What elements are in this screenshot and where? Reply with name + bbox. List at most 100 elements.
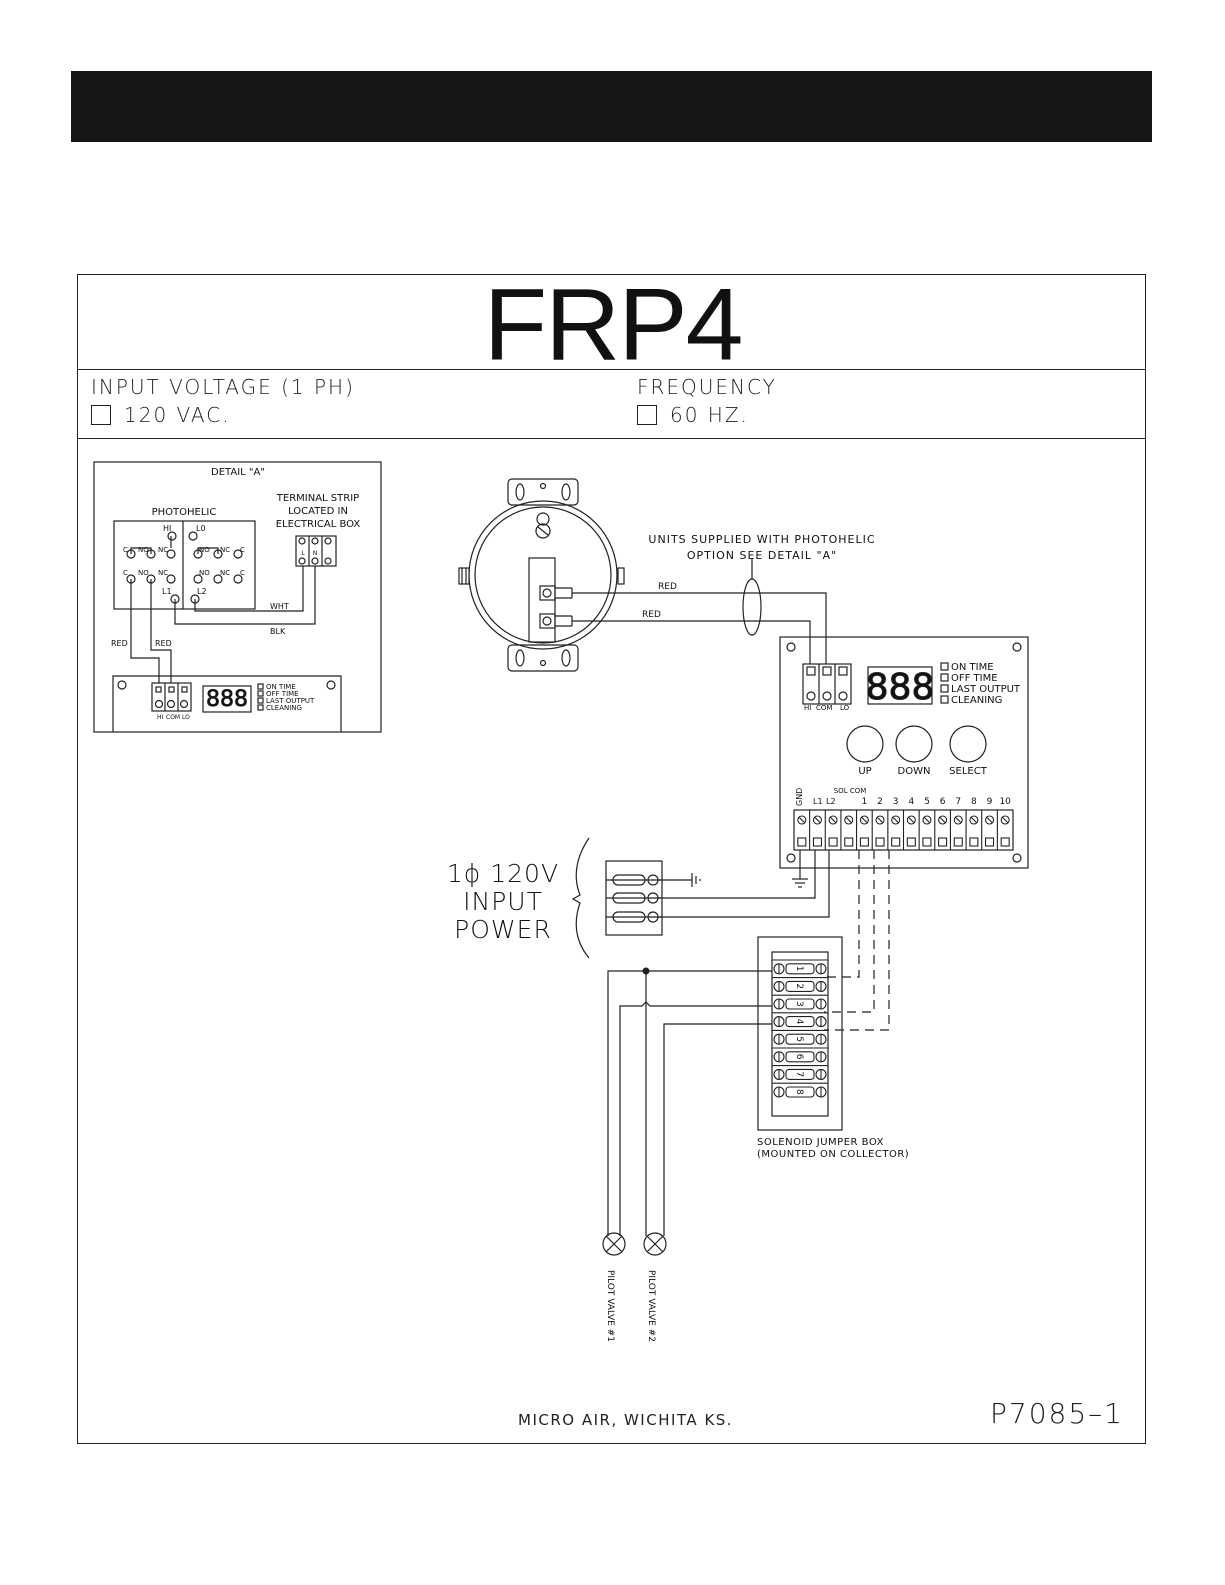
photohelic-l2-label: L2: [197, 587, 207, 596]
solenoid-jumper-box: [757, 936, 843, 1131]
photohelic-lo-label: L0: [196, 524, 206, 533]
pilot-valve-2-symbol: [643, 1232, 667, 1256]
controller-terminal-slot: [1000, 837, 1010, 847]
photohelic-l1-label: L1: [162, 587, 172, 596]
detail-block-lo-label: LO: [182, 714, 190, 721]
photohelic-no3-label: NO: [138, 569, 149, 577]
detail-indicator-on-time: ON TIME: [266, 683, 296, 691]
photohelic-no1-label: NO: [138, 546, 149, 554]
controller-terminal-slot: [969, 837, 979, 847]
controller-block-hi-label: HI: [804, 704, 811, 712]
photohelic-label: PHOTOHELIC: [152, 507, 217, 518]
jumper-box-label-line2: (MOUNTED ON COLLECTOR): [757, 1149, 909, 1160]
terminal-strip-label-line1: TERMINAL STRIP: [276, 493, 359, 504]
photohelic-c4-label: C: [240, 569, 245, 577]
down-button-label: DOWN: [898, 766, 931, 777]
strip-n-label: N: [313, 550, 318, 557]
controller-terminal-slot: [828, 837, 838, 847]
gauge-red-wire-1-label: RED: [658, 582, 677, 592]
jumper-terminal-number: 1: [794, 966, 804, 972]
frequency-label: FREQUENCY: [637, 375, 777, 399]
pilot-valve-1-symbol: [602, 1232, 626, 1256]
controller-terminal-screw: [812, 815, 823, 825]
jumper-terminal-bar: [785, 963, 815, 975]
detail-indicator-cleaning: CLEANING: [266, 704, 302, 712]
voltage-option-label: 120 VAC.: [124, 403, 231, 427]
callout-line1: UNITS SUPPLIED WITH PHOTOHELIC: [648, 533, 875, 546]
options-divider: [77, 438, 1146, 439]
jumper-terminal-number: 4: [794, 1019, 804, 1025]
controller-terminal-number: 10: [999, 797, 1011, 807]
photohelic-gauge: [458, 478, 625, 672]
controller-terminal-number: 9: [987, 797, 993, 807]
jumper-terminal-number: 7: [794, 1071, 804, 1077]
jumper-terminal-bar: [785, 1068, 815, 1080]
controller-terminal-slot: [844, 837, 854, 847]
controller-block-com-label: COM: [816, 704, 832, 712]
power-brace: [571, 837, 590, 959]
frequency-option-label: 60 HZ.: [670, 403, 749, 427]
controller-terminal-screw: [875, 815, 885, 825]
jumper-terminal-bar: [785, 980, 815, 992]
controller-terminal-screw: [922, 815, 932, 825]
title-divider: [77, 369, 1146, 370]
controller-terminal-screw: [984, 815, 995, 825]
detail-display: 888: [206, 687, 248, 712]
down-button-circle: [895, 725, 933, 763]
jumper-terminal-bar: [785, 1033, 815, 1045]
controller-terminal-screw: [891, 815, 901, 825]
jumper-terminal-bar: [785, 1051, 815, 1063]
jumper-terminal-number: 3: [794, 1001, 804, 1007]
photohelic-box: [113, 520, 256, 610]
detail-a-title: DETAIL "A": [211, 467, 265, 478]
header-bar: [71, 71, 1152, 142]
controller-terminal-screw: [797, 815, 807, 825]
controller-terminal-slot: [891, 837, 901, 847]
jumper-terminal-bar: [785, 1086, 815, 1098]
controller-block-lo-label: LO: [840, 704, 850, 712]
photohelic-nc4-label: NC: [220, 569, 230, 577]
controller-terminal-number: 4: [908, 797, 914, 807]
gauge-red-wire-2-label: RED: [642, 610, 661, 620]
detail-block-hi-label: HI: [157, 714, 164, 721]
voltage-checkbox[interactable]: [91, 405, 111, 425]
power-label-line3: POWER: [454, 915, 552, 944]
drawing-number: P7085–1: [990, 1397, 1124, 1430]
controller-terminal-screw: [953, 815, 963, 825]
controller-terminal-screw: [969, 815, 979, 825]
controller-terminal-screw: [906, 815, 916, 825]
indicator-cleaning: CLEANING: [951, 695, 1002, 706]
controller-terminal-screw: [859, 815, 869, 825]
detail-a-box: [93, 461, 382, 733]
cable-callout-ellipse: [742, 578, 762, 636]
terminal-strip-label-line3: ELECTRICAL BOX: [276, 519, 361, 530]
blk-wire-label: BLK: [270, 627, 286, 636]
controller-terminal-number: 3: [893, 797, 899, 807]
controller-terminal-screw: [938, 815, 948, 825]
photohelic-no4-label: NO: [199, 569, 210, 577]
input-voltage-label: INPUT VOLTAGE (1 PH): [91, 375, 355, 399]
photohelic-nc3-label: NC: [158, 569, 168, 577]
controller-terminal-screw: [844, 815, 854, 825]
pilot-valve-2-label: PILOT VALVE #2: [646, 1270, 656, 1342]
controller-terminal-screw: [828, 815, 838, 825]
up-button-circle: [846, 725, 884, 763]
select-button-circle: [949, 725, 987, 763]
photohelic-c3-label: C: [123, 569, 128, 577]
terminal-gnd-label: GND: [795, 788, 804, 806]
frequency-checkbox[interactable]: [637, 405, 657, 425]
controller-terminal-number: 2: [877, 797, 883, 807]
terminal-sol-com-label: SOL COM: [834, 787, 867, 795]
indicator-last-output: LAST OUTPUT: [951, 684, 1021, 695]
photohelic-no2-label: NO: [199, 546, 210, 554]
jumper-terminal-number: 5: [794, 1036, 804, 1042]
callout-line2: OPTION SEE DETAIL "A": [687, 549, 837, 562]
detail-indicator-last-output: LAST OUTPUT: [266, 697, 315, 705]
jumper-terminal-number: 6: [794, 1054, 804, 1060]
model-title: FRP4: [483, 268, 744, 382]
indicator-on-time: ON TIME: [951, 662, 994, 673]
controller-terminal-screw: [1000, 815, 1010, 825]
controller-terminal-slot: [938, 837, 948, 847]
up-button-label: UP: [858, 766, 871, 777]
